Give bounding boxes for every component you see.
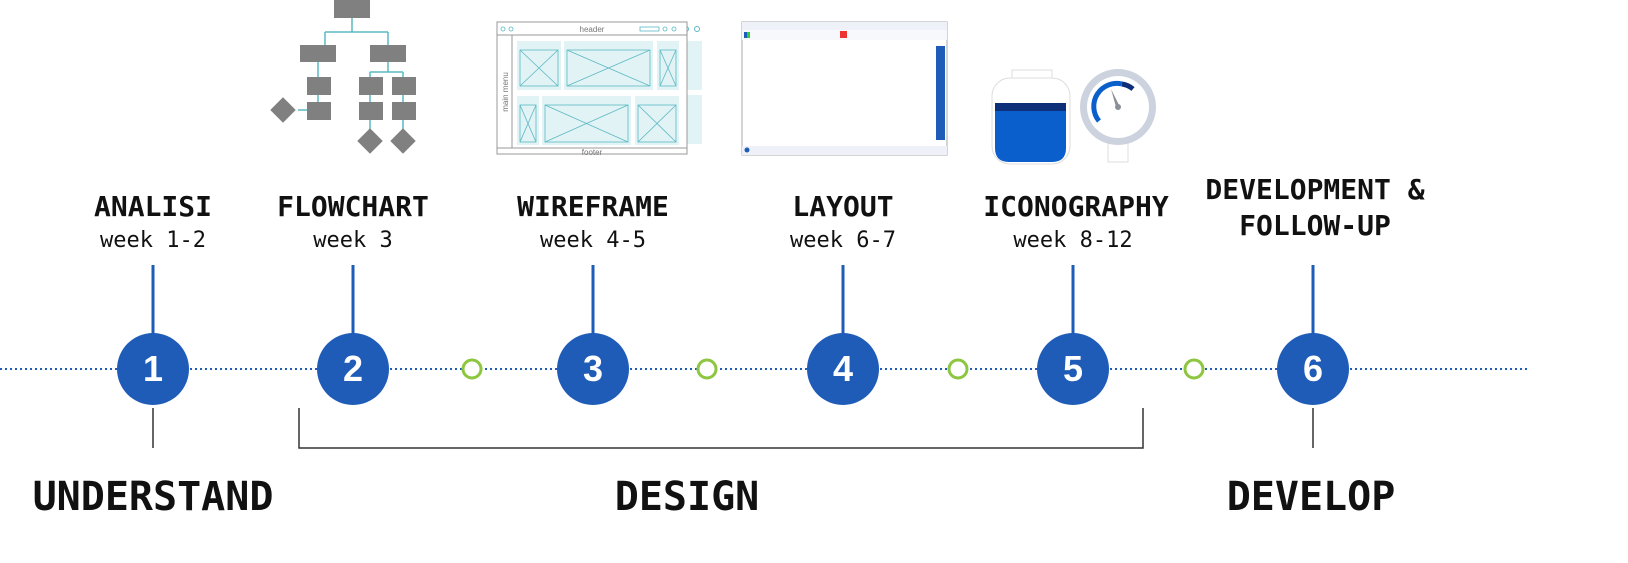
step-1-week: week 1-2 <box>100 228 206 253</box>
step-5-marker: 5 <box>1037 333 1109 405</box>
step-2-week: week 3 <box>313 228 393 253</box>
phase-brackets <box>152 408 1314 449</box>
pressure-gauge-icon <box>1080 69 1156 163</box>
step-3-title: WIREFRAME <box>517 190 669 223</box>
step-2-title: FLOWCHART <box>277 190 429 223</box>
step-5-title: ICONOGRAPHY <box>983 190 1169 223</box>
step-5-week: week 8-12 <box>1013 228 1133 253</box>
phase-develop: DEVELOP <box>1226 474 1396 520</box>
milestone-dots <box>461 358 1205 380</box>
step-4-week: week 6-7 <box>790 228 896 253</box>
step-6-marker: 6 <box>1277 333 1349 405</box>
step-6-title-line2: FOLLOW-UP <box>1239 209 1391 242</box>
step-3-week: week 4-5 <box>540 228 646 253</box>
step-6-title: DEVELOPMENT & <box>1205 173 1425 206</box>
phase-understand: UNDERSTAND <box>32 474 274 520</box>
step-1-title: ANALISI <box>93 190 213 223</box>
tank-icon <box>991 69 1071 165</box>
wireframe-footer-label: footer <box>582 148 603 157</box>
step-3-marker: 3 <box>557 333 629 405</box>
connector-lines <box>151 265 1315 335</box>
step-2-marker: 2 <box>317 333 389 405</box>
wireframe-menu-label: main menu <box>501 72 510 112</box>
step-1-marker: 1 <box>117 333 189 405</box>
flowchart-icon <box>270 0 416 154</box>
step-4-marker: 4 <box>807 333 879 405</box>
wireframe-header-label: header <box>580 25 605 34</box>
phase-design: DESIGN <box>614 474 760 520</box>
step-4-title: LAYOUT <box>792 190 894 223</box>
layout-thumbnail <box>741 21 948 156</box>
